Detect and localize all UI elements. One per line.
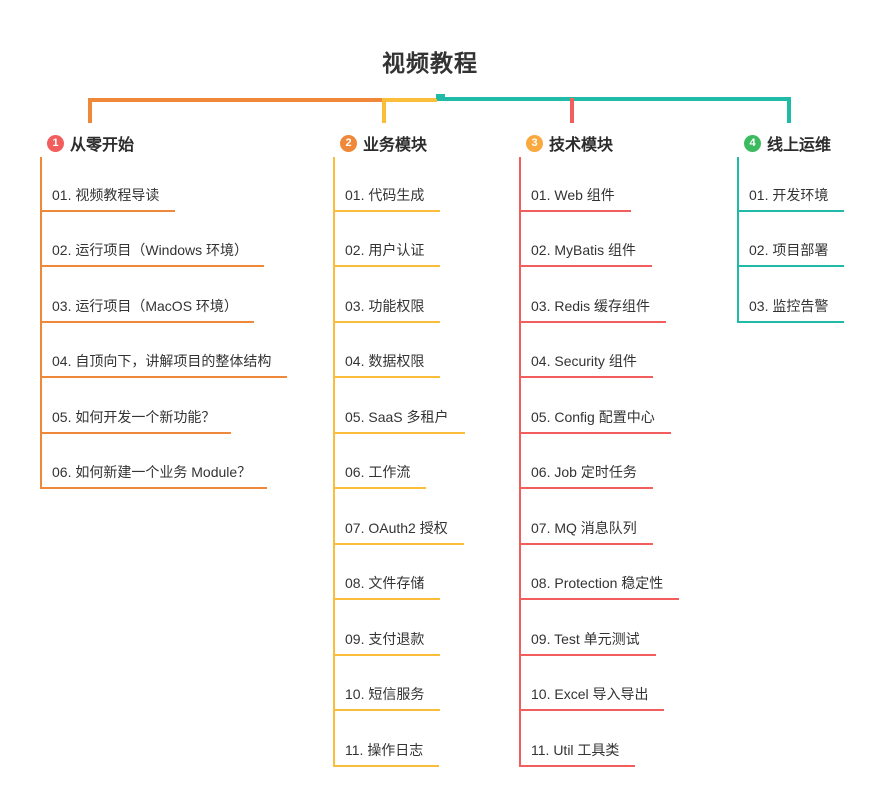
node-item[interactable]: 01. 开发环境	[737, 156, 845, 212]
node-item[interactable]: 02. 项目部署	[737, 212, 845, 267]
node-item[interactable]: 09. 支付退款	[333, 600, 441, 656]
item-label: 03. 功能权限	[345, 297, 425, 314]
item-label: 08. 文件存储	[345, 575, 425, 591]
item-label: 06. 工作流	[345, 464, 411, 480]
node-item[interactable]: 11. Util 工具类	[519, 711, 636, 767]
node-item[interactable]: 08. Protection 稳定性	[519, 545, 680, 600]
item-label: 10. Excel 导入导出	[531, 686, 649, 702]
node-item[interactable]: 02. MyBatis 组件	[519, 212, 653, 267]
item-label: 05. Config 配置中心	[531, 408, 655, 425]
mindmap-root-title[interactable]: 视频教程	[382, 50, 478, 76]
item-label: 02. 运行项目（Windows 环境）	[52, 242, 249, 258]
item-label: 09. 支付退款	[345, 630, 425, 647]
branch4-number-badge: 4	[744, 134, 761, 152]
connector-branch4-horizontal	[437, 97, 791, 101]
item-label: 11. Util 工具类	[531, 741, 620, 758]
branch3-line	[519, 157, 521, 766]
item-label: 02. MyBatis 组件	[531, 242, 637, 258]
branch4-header[interactable]: 4 线上运维	[744, 131, 831, 155]
item-label: 06. 如何新建一个业务 Module？	[52, 464, 252, 480]
node-item[interactable]: 01. Web 组件	[519, 156, 631, 212]
branch3-title: 技术模块	[549, 137, 614, 154]
node-item[interactable]: 07. OAuth2 授权	[333, 489, 464, 545]
item-label: 04. 数据权限	[345, 353, 425, 369]
node-item[interactable]: 09. Test 单元测试	[519, 600, 656, 656]
connector-root-junction	[436, 94, 445, 99]
node-item[interactable]: 05. SaaS 多租户	[333, 378, 465, 434]
branch3-number-badge: 3	[526, 134, 543, 152]
item-label: 01. 开发环境	[749, 186, 829, 203]
item-label: 10. 短信服务	[345, 686, 425, 702]
item-label: 11. 操作日志	[345, 741, 424, 758]
item-label: 05. 如何开发一个新功能？	[52, 408, 216, 425]
connector-branch2-drop	[382, 98, 386, 123]
branch4-title: 线上运维	[767, 137, 832, 154]
branch2-line	[333, 157, 335, 766]
node-item[interactable]: 03. 运行项目（MacOS 环境）	[40, 267, 254, 323]
node-item[interactable]: 06. 工作流	[333, 434, 427, 489]
item-label: 05. SaaS 多租户	[345, 408, 449, 425]
item-label: 03. 运行项目（MacOS 环境）	[52, 297, 238, 314]
node-item[interactable]: 08. 文件存储	[333, 545, 441, 600]
connector-branch1-horizontal	[88, 98, 382, 102]
branch1-items: 01. 视频教程导读 02. 运行项目（Windows 环境） 03. 运行项目…	[40, 156, 288, 489]
item-label: 07. MQ 消息队列	[531, 519, 637, 536]
branch3-header[interactable]: 3 技术模块	[526, 131, 613, 155]
item-label: 02. 用户认证	[345, 242, 425, 258]
branch1-header[interactable]: 1 从零开始	[47, 131, 134, 155]
branch4-line	[737, 157, 739, 322]
branch1-title: 从零开始	[70, 137, 135, 154]
item-label: 04. Security 组件	[531, 353, 637, 369]
branch2-title: 业务模块	[363, 137, 428, 154]
branch2-items: 01. 代码生成 02. 用户认证 03. 功能权限 04. 数据权限 05. …	[333, 156, 465, 767]
node-item[interactable]: 04. Security 组件	[519, 323, 653, 378]
item-label: 01. 视频教程导读	[52, 186, 160, 203]
node-item[interactable]: 05. 如何开发一个新功能？	[40, 378, 232, 434]
node-item[interactable]: 03. 监控告警	[737, 267, 845, 323]
node-item[interactable]: 11. 操作日志	[333, 711, 440, 767]
node-item[interactable]: 06. Job 定时任务	[519, 434, 653, 489]
node-item[interactable]: 10. Excel 导入导出	[519, 656, 665, 711]
connector-branch1-drop	[88, 98, 92, 123]
node-item[interactable]: 03. 功能权限	[333, 267, 441, 323]
node-item[interactable]: 10. 短信服务	[333, 656, 441, 711]
node-item[interactable]: 05. Config 配置中心	[519, 378, 671, 434]
connector-branch2-horizontal	[382, 98, 437, 102]
item-label: 08. Protection 稳定性	[531, 575, 664, 591]
item-label: 03. Redis 缓存组件	[531, 297, 651, 314]
item-label: 09. Test 单元测试	[531, 630, 640, 647]
item-label: 01. Web 组件	[531, 186, 615, 203]
item-label: 04. 自顶向下，讲解项目的整体结构	[52, 353, 272, 369]
branch2-header[interactable]: 2 业务模块	[340, 131, 427, 155]
branch2-number-badge: 2	[340, 134, 357, 152]
branch1-line	[40, 157, 42, 489]
node-item[interactable]: 01. 代码生成	[333, 156, 441, 212]
item-label: 03. 监控告警	[749, 297, 829, 314]
node-item[interactable]: 07. MQ 消息队列	[519, 489, 653, 545]
item-label: 01. 代码生成	[345, 186, 425, 203]
node-item[interactable]: 06. 如何新建一个业务 Module？	[40, 434, 268, 489]
node-item[interactable]: 04. 自顶向下，讲解项目的整体结构	[40, 323, 288, 378]
node-item[interactable]: 02. 用户认证	[333, 212, 441, 267]
branch1-number-badge: 1	[47, 134, 64, 152]
branch4-items: 01. 开发环境 02. 项目部署 03. 监控告警	[737, 156, 845, 323]
node-item[interactable]: 02. 运行项目（Windows 环境）	[40, 212, 265, 267]
connector-branch4-drop	[787, 97, 791, 123]
item-label: 06. Job 定时任务	[531, 464, 637, 480]
node-item[interactable]: 01. 视频教程导读	[40, 156, 176, 212]
connector-branch3-drop	[570, 98, 574, 123]
branch3-items: 01. Web 组件 02. MyBatis 组件 03. Redis 缓存组件…	[519, 156, 680, 767]
node-item[interactable]: 04. 数据权限	[333, 323, 441, 378]
item-label: 07. OAuth2 授权	[345, 519, 448, 536]
node-item[interactable]: 03. Redis 缓存组件	[519, 267, 667, 323]
item-label: 02. 项目部署	[749, 242, 829, 258]
